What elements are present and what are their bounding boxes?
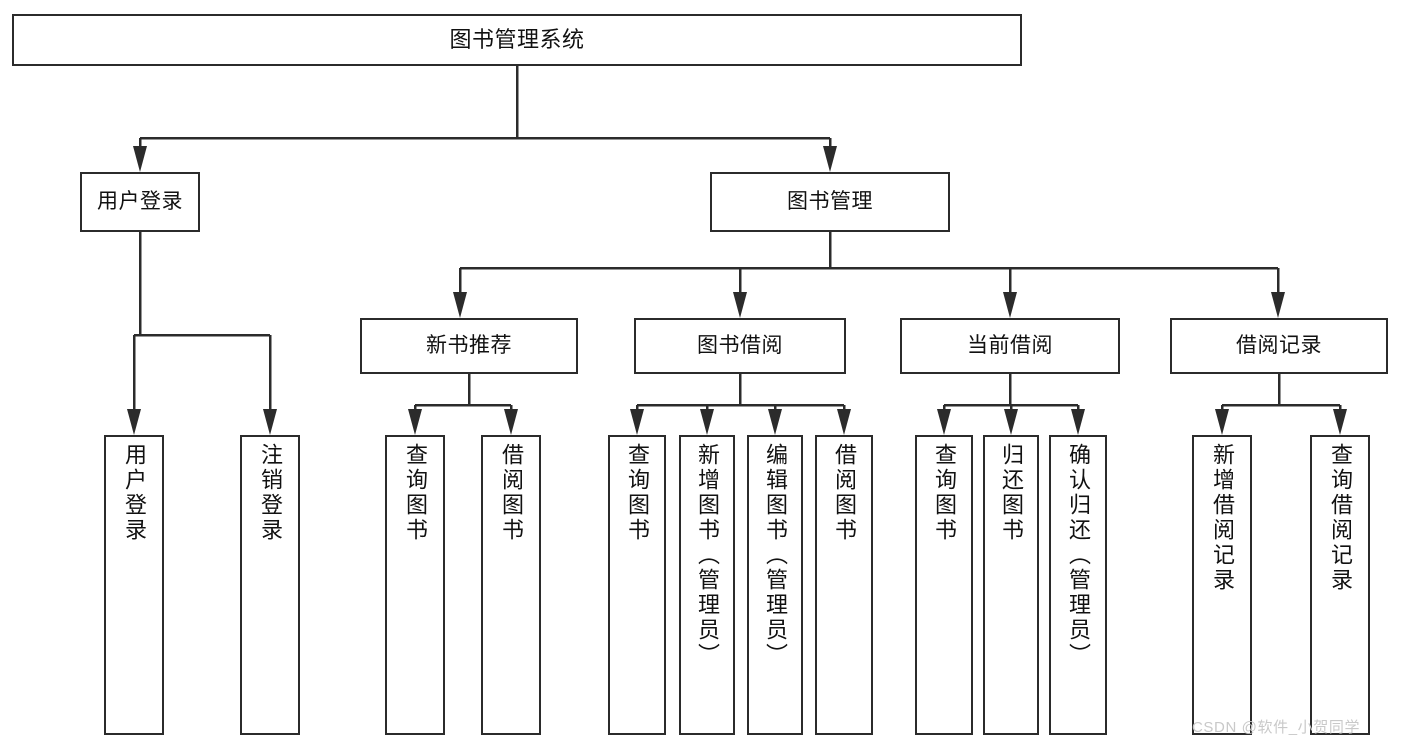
node-label: 图书借阅 (697, 333, 783, 357)
node-leaf-add-book: 新增图书（管理员） (679, 435, 735, 735)
node-leaf-query-book-2: 查询图书 (608, 435, 666, 735)
node-label: 确认归还（管理员） (1066, 443, 1091, 668)
node-label: 编辑图书（管理员） (763, 443, 788, 668)
edge-current-borrow (937, 374, 1085, 435)
node-leaf-return-book: 归还图书 (983, 435, 1039, 735)
node-label: 借阅图书 (832, 443, 857, 543)
edge-book-borrow (630, 374, 851, 435)
node-book-manage: 图书管理 (710, 172, 950, 232)
node-label: 查询图书 (403, 443, 428, 543)
node-label: 新增图书（管理员） (695, 443, 720, 668)
edge-user-login (127, 232, 277, 435)
node-leaf-borrow-book-1: 借阅图书 (481, 435, 541, 735)
node-leaf-user-logout: 注销登录 (240, 435, 300, 735)
node-label: 用户登录 (97, 189, 183, 213)
edge-new-book-rec (408, 374, 518, 435)
node-label: 图书管理 (787, 189, 873, 213)
node-label: 借阅图书 (499, 443, 524, 543)
node-label: 注销登录 (258, 443, 283, 543)
node-book-borrow: 图书借阅 (634, 318, 846, 374)
node-leaf-query-book-1: 查询图书 (385, 435, 445, 735)
node-leaf-borrow-book-2: 借阅图书 (815, 435, 873, 735)
node-leaf-query-record: 查询借阅记录 (1310, 435, 1370, 735)
edge-book-manage (453, 232, 1285, 318)
node-label: 查询图书 (932, 443, 957, 543)
edge-borrow-record (1215, 374, 1347, 435)
node-leaf-add-record: 新增借阅记录 (1192, 435, 1252, 735)
node-label: 归还图书 (999, 443, 1024, 543)
node-label: 新书推荐 (426, 333, 512, 357)
node-leaf-query-book-3: 查询图书 (915, 435, 973, 735)
node-label: 查询图书 (625, 443, 650, 543)
node-root: 图书管理系统 (12, 14, 1022, 66)
node-label: 借阅记录 (1236, 333, 1322, 357)
node-label: 当前借阅 (967, 333, 1053, 357)
node-borrow-record: 借阅记录 (1170, 318, 1388, 374)
node-label: 图书管理系统 (449, 27, 585, 53)
node-leaf-user-login: 用户登录 (104, 435, 164, 735)
node-leaf-edit-book: 编辑图书（管理员） (747, 435, 803, 735)
node-label: 新增借阅记录 (1210, 443, 1235, 593)
node-label: 查询借阅记录 (1328, 443, 1353, 593)
edge-root (133, 66, 837, 172)
node-current-borrow: 当前借阅 (900, 318, 1120, 374)
node-leaf-confirm-return: 确认归还（管理员） (1049, 435, 1107, 735)
watermark: CSDN @软件_小贺同学 (1192, 719, 1361, 736)
node-label: 用户登录 (122, 443, 147, 543)
node-user-login: 用户登录 (80, 172, 200, 232)
node-new-book-rec: 新书推荐 (360, 318, 578, 374)
